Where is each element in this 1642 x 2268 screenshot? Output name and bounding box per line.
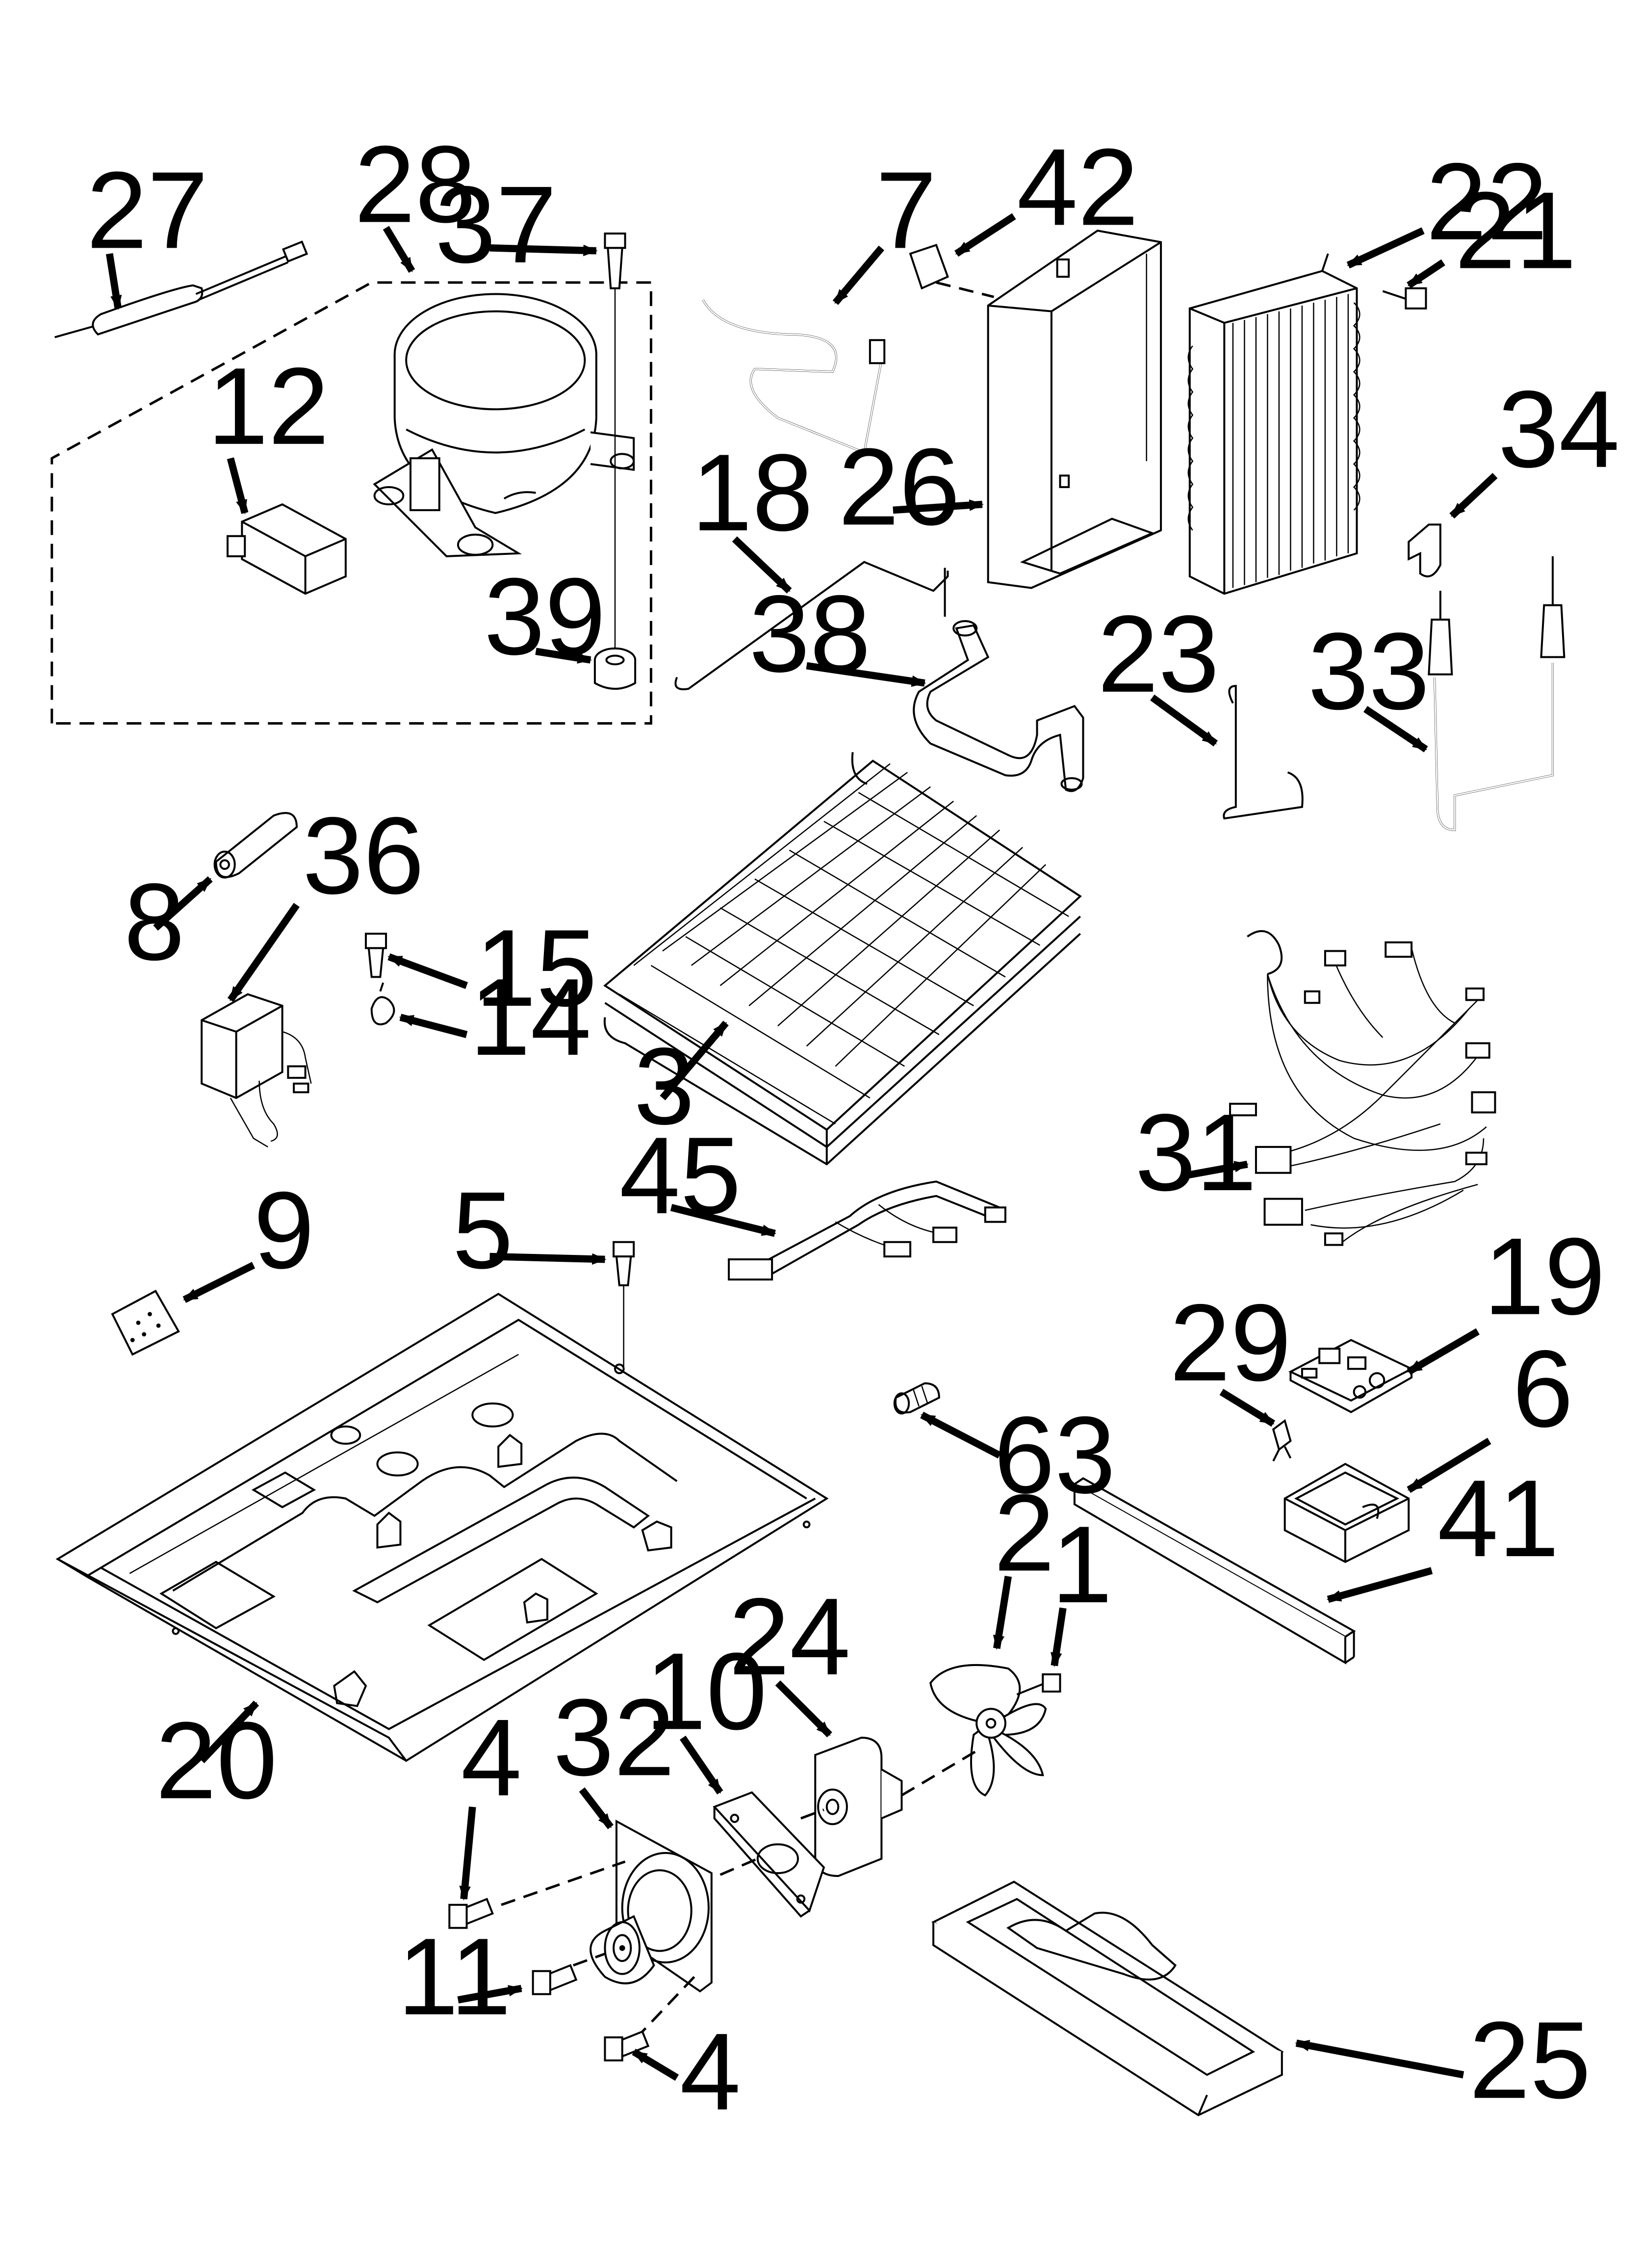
part-38-drain-hose — [914, 621, 1083, 791]
part-42-clip — [910, 245, 994, 297]
callout-4-lower: 4 — [680, 2011, 741, 2133]
callout-7: 7 — [876, 149, 937, 271]
part-6-control-box — [1285, 1464, 1409, 1562]
callout-2: 2 — [994, 1472, 1054, 1594]
callout-26: 26 — [838, 426, 960, 548]
part-36-transformer — [202, 994, 311, 1147]
callout-1: 1 — [1052, 1504, 1112, 1626]
part-34-clip — [1409, 524, 1440, 576]
callout-15: 15 — [475, 907, 597, 1029]
callout-39: 39 — [484, 556, 606, 678]
part-4-screw-lower — [605, 2032, 648, 2060]
part-2-fan-blade — [930, 1665, 1046, 1796]
callout-42: 42 — [1017, 126, 1138, 248]
part-25-drain-pan — [933, 1882, 1282, 2115]
leader-lines — [105, 213, 1498, 2081]
part-26-evaporator-cover — [988, 231, 1161, 588]
part-28-compressor-kit — [52, 234, 651, 724]
part-7-tube — [703, 300, 884, 452]
part-9-filter-pad — [112, 1291, 179, 1355]
callout-41: 41 — [1437, 1458, 1559, 1580]
part-27-filter-drier — [55, 242, 307, 338]
part-1-screw — [1017, 1674, 1060, 1694]
callout-18: 18 — [692, 432, 813, 554]
part-3-evaporator — [605, 752, 1080, 1164]
part-31-wire-harness — [1230, 931, 1495, 1245]
callout-21: 21 — [1455, 169, 1576, 291]
part-11-screw — [533, 1965, 576, 1994]
part-15-screw — [366, 934, 386, 977]
callout-10: 10 — [645, 1630, 767, 1752]
callout-23: 23 — [1098, 593, 1219, 715]
callout-38: 38 — [749, 573, 871, 695]
callout-19: 19 — [1484, 1216, 1605, 1338]
callout-33: 33 — [1308, 610, 1430, 732]
callout-32: 32 — [553, 1676, 675, 1799]
part-45-wire-harness — [729, 1181, 1005, 1279]
callout-29: 29 — [1170, 1282, 1291, 1404]
callout-25: 25 — [1469, 1999, 1591, 2121]
part-33-tubes — [1429, 556, 1564, 830]
callout-11: 11 — [398, 1916, 512, 2038]
callout-24: 24 — [729, 1576, 850, 1698]
part-20-base-pan — [57, 1294, 826, 1761]
part-24-fan-motor — [801, 1738, 979, 1876]
part-22-condenser — [1188, 254, 1360, 594]
callout-5: 5 — [452, 1170, 513, 1292]
part-41-strip — [1075, 1478, 1354, 1663]
callout-63: 63 — [994, 1394, 1115, 1516]
callout-31: 31 — [1135, 1092, 1257, 1214]
part-29-connector — [1273, 1421, 1290, 1461]
callout-6: 6 — [1513, 1328, 1573, 1450]
part-12-start-relay — [228, 504, 346, 594]
callout-27: 27 — [86, 149, 208, 271]
callout-12: 12 — [207, 345, 329, 468]
callout-9: 9 — [254, 1170, 314, 1292]
callout-37: 37 — [435, 164, 557, 286]
part-5-screw — [614, 1242, 634, 1369]
callout-20: 20 — [155, 1699, 277, 1822]
part-32-fan-shroud — [501, 1821, 712, 2032]
callout-4-upper: 4 — [461, 1697, 522, 1819]
part-14-clamp — [372, 983, 394, 1024]
callout-8: 8 — [124, 861, 185, 983]
callout-34: 34 — [1498, 368, 1619, 491]
callout-45: 45 — [619, 1115, 741, 1237]
callout-3: 3 — [634, 1025, 694, 1147]
part-21-screw — [1383, 288, 1426, 309]
part-18-rod — [675, 562, 948, 689]
callout-22: 22 — [1426, 141, 1547, 263]
part-63-fuse — [895, 1383, 939, 1414]
part-8-sleeve — [215, 813, 297, 878]
part-4-screw-upper — [449, 1899, 492, 1928]
callout-labels: 27 28 37 7 42 22 21 12 34 26 18 39 38 23… — [86, 123, 1619, 2133]
callout-14: 14 — [469, 956, 591, 1078]
part-23-wire-bracket — [1224, 686, 1302, 818]
part-19-control-board — [1290, 1340, 1411, 1412]
callout-28: 28 — [354, 123, 476, 245]
callout-36: 36 — [303, 795, 424, 917]
